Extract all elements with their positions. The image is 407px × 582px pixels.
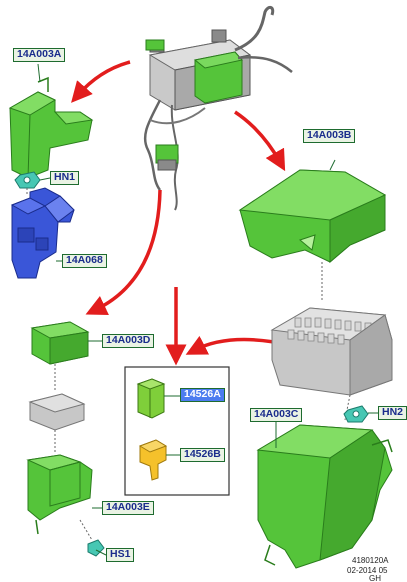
part-14A003E-bracket: [26, 454, 93, 541]
callout-HS1: HS1: [106, 548, 135, 562]
callout-14A003A: 14A003A: [13, 48, 66, 62]
footer-date: 02-2014 05: [347, 566, 388, 575]
leader-lines: [37, 63, 102, 509]
part-14A003A-cover: [8, 76, 94, 179]
footer-ref: 4180120A: [352, 556, 389, 565]
footer-extra: GH: [369, 574, 381, 582]
callout-14526B: 14526B: [180, 448, 225, 462]
part-14526A-fuse: [136, 378, 182, 419]
arrow-to-14A003B: [234, 110, 286, 172]
part-fuse-block: [270, 307, 393, 421]
arrow-to-14A003D: [85, 189, 162, 315]
callout-HN1: HN1: [50, 171, 80, 185]
part-14A003D-lid: [30, 321, 90, 392]
arrow-to-14A003A: [71, 60, 131, 103]
part-HN2-nut: [343, 405, 378, 423]
part-14A003C-housing: [256, 420, 393, 569]
callout-14A003D: 14A003D: [102, 334, 155, 348]
part-HS1-screw: [87, 539, 107, 557]
callout-14A003B: 14A003B: [303, 129, 356, 143]
callout-HN2: HN2: [378, 406, 407, 420]
callout-14A003E: 14A003E: [102, 501, 154, 515]
part-14A068-bracket: [10, 187, 75, 279]
battery-harness-assembly: [143, 6, 293, 211]
part-HN1-nut: [14, 171, 41, 196]
part-14526B-fuse: [138, 439, 182, 481]
part-14A003B-cover: [238, 159, 387, 300]
fuse-inset-frame: [124, 366, 230, 496]
callout-14526A: 14526A: [180, 388, 225, 402]
callout-14A003C: 14A003C: [250, 408, 303, 422]
callout-14A068: 14A068: [62, 254, 107, 268]
part-relay-base: [28, 393, 86, 452]
